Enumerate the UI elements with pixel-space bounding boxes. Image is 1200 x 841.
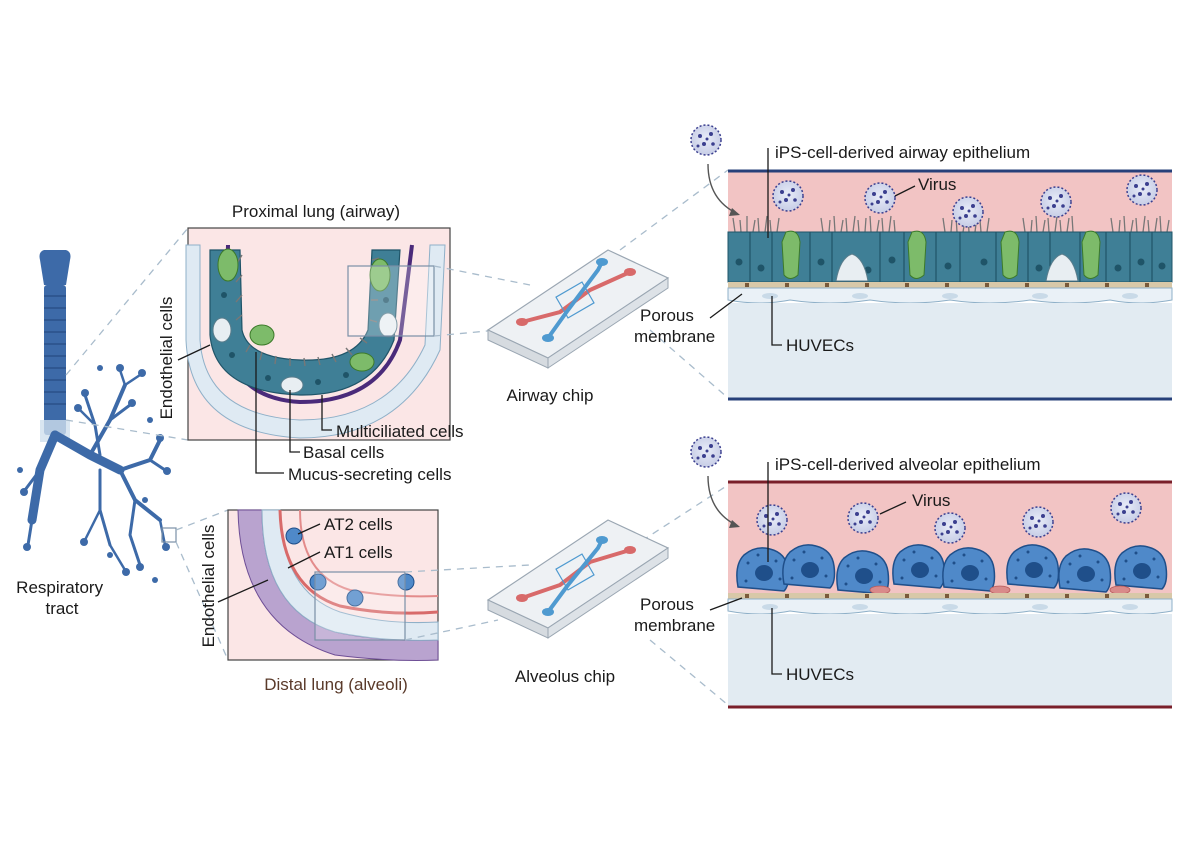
- distal-lung-title: Distal lung (alveoli): [264, 675, 408, 694]
- endothelial-cells-label-alveoli: Endothelial cells: [199, 525, 218, 648]
- alveolar-cell: [736, 547, 790, 592]
- airway-cross-section: [727, 169, 1173, 401]
- at1-cells-label: AT1 cells: [324, 543, 393, 562]
- respiratory-tract-label: Respiratory tract: [16, 578, 108, 618]
- huvecs-label-airway: HUVECs: [786, 336, 854, 355]
- at2-cells-label: AT2 cells: [324, 515, 393, 534]
- alveolar-virus-particles: [690, 436, 1142, 544]
- at2-cell-icons: [285, 527, 415, 607]
- airway-cross-leaders: [709, 148, 916, 346]
- airway-virus-particles: [690, 124, 1158, 228]
- airway-porous-membrane: [728, 282, 1172, 288]
- airway-chip-goblet-cells: [781, 230, 1101, 279]
- alveolar-cell: [1058, 548, 1112, 593]
- distal-highlight-box: [161, 527, 177, 543]
- virus-icon: [864, 182, 896, 214]
- airway-endothelium: [185, 244, 446, 439]
- alveolar-epithelium-label: iPS-cell-derived alveolar epithelium: [775, 455, 1041, 474]
- zoom-lines-tract: [65, 227, 229, 661]
- virus-icon: [772, 180, 804, 212]
- alveolar-vascular-channel: [728, 614, 1172, 706]
- virus-label-alveolus: Virus: [912, 491, 950, 510]
- porous-membrane-label-airway: Porous membrane: [634, 306, 715, 346]
- virus-icon: [847, 502, 879, 534]
- alveolar-red-cells: [869, 585, 1131, 595]
- alveolar-cell: [1006, 544, 1060, 589]
- endothelial-cells-label-airway: Endothelial cells: [157, 297, 176, 420]
- zoom-lines-chips: [404, 169, 729, 706]
- alveolar-endothelium: [261, 509, 439, 641]
- airway-chip-nuclei: [735, 256, 1166, 274]
- distal-lung-panel: [227, 509, 439, 661]
- trachea: [44, 285, 66, 435]
- virus-label-airway: Virus: [918, 175, 956, 194]
- larynx: [39, 250, 71, 285]
- alveolar-inner-ring: [299, 509, 439, 598]
- proximal-lung-panel: [185, 227, 451, 441]
- virus-icon: [690, 436, 722, 468]
- airway-chip-basal-cells: [835, 253, 1079, 282]
- alveolar-cell: [892, 544, 946, 589]
- alveolus-chip-label: Alveolus chip: [515, 667, 615, 686]
- alveolus-chip: [486, 519, 670, 639]
- airway-epithelium-label: iPS-cell-derived airway epithelium: [775, 143, 1030, 162]
- virus-icon: [1022, 506, 1054, 538]
- multiciliated-cells-label: Multiciliated cells: [336, 422, 464, 441]
- virus-icon: [1126, 174, 1158, 206]
- airway-vascular-channel: [728, 303, 1172, 398]
- airway-chip-label: Airway chip: [507, 386, 594, 405]
- alveolar-cell: [942, 547, 996, 592]
- proximal-lung-title: Proximal lung (airway): [232, 202, 400, 221]
- virus-icon: [934, 512, 966, 544]
- respiratory-tract-illustration: [17, 250, 177, 583]
- distal-leaders: [217, 523, 321, 603]
- alveolar-porous-membrane: [728, 593, 1172, 599]
- trachea-rings: [44, 295, 66, 405]
- alveoli-zoom-box: [314, 571, 406, 641]
- airway-zoom-box: [347, 265, 435, 337]
- alveolus-cross-leaders: [709, 462, 907, 675]
- virus-icon: [1040, 186, 1072, 218]
- virus-icon: [690, 124, 722, 156]
- mucus-secreting-cells-label: Mucus-secreting cells: [288, 465, 451, 484]
- porous-membrane-label-alveolus: Porous membrane: [634, 595, 715, 635]
- airway-membrane-pores: [745, 283, 1149, 287]
- proximal-leaders: [177, 344, 332, 474]
- virus-icon: [756, 504, 788, 536]
- alveolar-cell: [782, 544, 836, 589]
- airway-chip: [486, 249, 670, 369]
- alveolar-cell: [1114, 545, 1168, 590]
- huvecs-label-alveolus: HUVECs: [786, 665, 854, 684]
- basal-cells-label: Basal cells: [303, 443, 384, 462]
- bronchial-tree: [23, 368, 167, 572]
- virus-icon: [952, 196, 984, 228]
- virus-icon: [1110, 492, 1142, 524]
- bronchiole-tips: [17, 364, 171, 583]
